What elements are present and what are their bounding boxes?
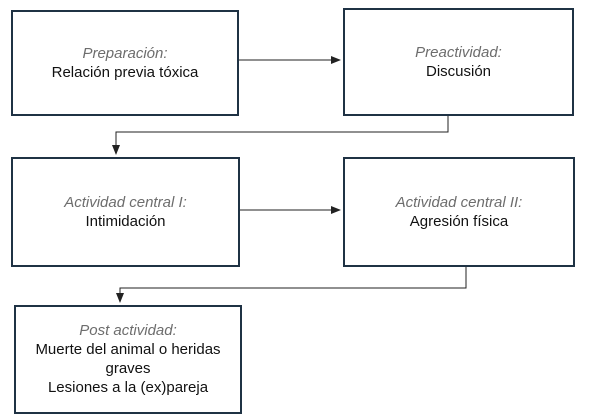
step-title: Actividad central I: [64, 194, 187, 211]
step-text: Muerte del animal o heridas graves [35, 340, 221, 377]
step-box-actividad-central-1: Actividad central I: Intimidación [11, 157, 240, 267]
arrow-preactividad-to-actividad-1 [112, 116, 449, 155]
step-text: Agresión física [409, 213, 509, 230]
step-box-actividad-central-2: Actividad central II: Agresión física [343, 157, 575, 267]
step-title: Preactividad: [415, 44, 502, 61]
step-box-preparacion: Preparación: Relación previa tóxica [11, 10, 239, 116]
step-text: Relación previa tóxica [51, 64, 199, 81]
step-title: Actividad central II: [395, 194, 523, 211]
step-title: Post actividad: [79, 321, 177, 339]
step-box-post-actividad: Post actividad: Muerte del animal o heri… [14, 305, 242, 414]
arrow-actividad-2-to-post [116, 267, 467, 303]
step-text: Intimidación [85, 213, 166, 230]
step-title: Preparación: [82, 45, 168, 62]
step-box-preactividad: Preactividad: Discusión [343, 8, 574, 116]
step-text: Discusión [425, 63, 492, 80]
step-text: Lesiones a la (ex)pareja [47, 378, 209, 396]
